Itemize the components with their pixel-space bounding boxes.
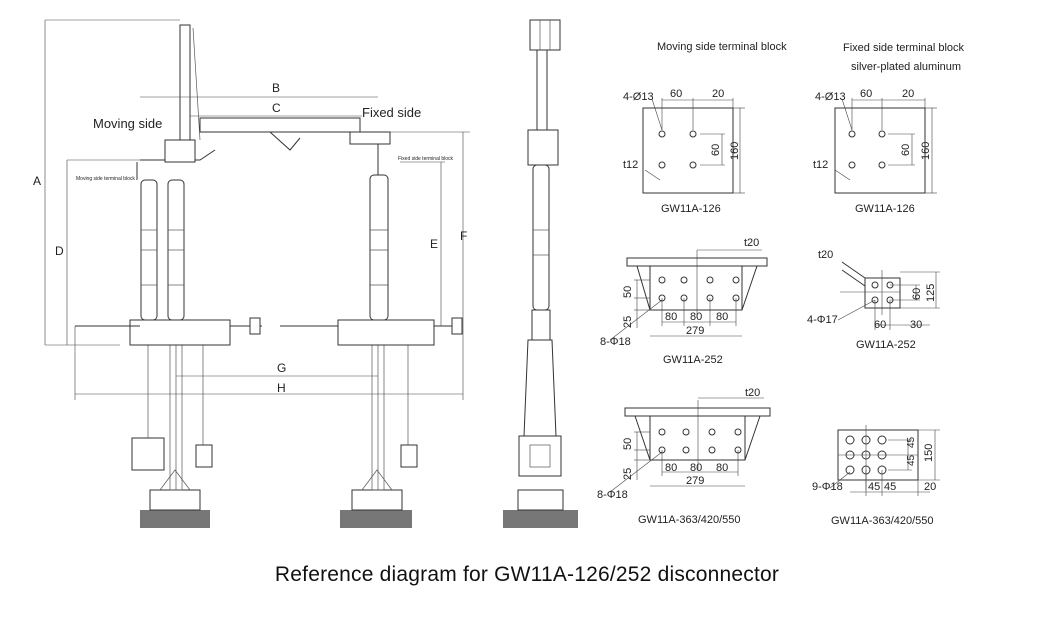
f363-h1: 45: [906, 436, 917, 448]
f252-model: GW11A-252: [856, 339, 916, 351]
f126-w1: 60: [860, 88, 872, 100]
side-arm: [536, 49, 548, 131]
m126-model: GW11A-126: [661, 203, 721, 215]
base-right: [337, 319, 435, 346]
f252-h1: 60: [911, 288, 923, 300]
f252-w2: 30: [910, 319, 922, 331]
f363-h2: 45: [906, 454, 917, 466]
block-fixed-126: 4-Ø13 60 20 60 160 t12 GW11A-126: [813, 88, 937, 215]
f126-model: GW11A-126: [855, 203, 915, 215]
m252-v1: 50: [622, 286, 634, 298]
m126-holes: 4-Ø13: [623, 91, 654, 103]
conductor-tube: [199, 117, 361, 133]
dim-label-e: E: [430, 237, 438, 251]
block-fixed-252: t20 60 125 4-Φ17 60 30 GW11A-252: [807, 249, 940, 351]
m126-w1: 60: [670, 88, 682, 100]
side-arm-head: [529, 19, 561, 51]
ground-right: [340, 469, 412, 528]
dim-label-h: H: [277, 381, 286, 395]
m363-total: 279: [686, 475, 704, 487]
block-moving-126: 4-Ø13 60 20 60 160 t12 GW11A-126: [623, 88, 745, 215]
fixed-terminal-small-label: Fixed side terminal block: [398, 156, 454, 162]
m252-s1: 80: [665, 311, 677, 323]
m252-holes: 8-Φ18: [600, 336, 631, 348]
m126-w2: 20: [712, 88, 724, 100]
dim-label-a: A: [33, 174, 41, 188]
f252-thickness: t20: [818, 249, 833, 261]
f252-h2: 125: [925, 284, 937, 302]
diagram-caption: Reference diagram for GW11A-126/252 disc…: [274, 563, 780, 586]
fixed-contact: [349, 131, 391, 145]
block-fixed-363: 45 45 150 9-Φ18 45 45 20 GW11A-363/420/5…: [812, 425, 940, 527]
moving-terminal-header: Moving side terminal block: [657, 41, 787, 53]
m126-h2: 160: [729, 142, 741, 160]
dim-label-d: D: [55, 244, 64, 258]
m363-s3: 80: [716, 462, 728, 474]
fixed-terminal-header-line1: Fixed side terminal block: [843, 42, 965, 54]
m363-s1: 80: [665, 462, 677, 474]
f126-w2: 20: [902, 88, 914, 100]
m252-model: GW11A-252: [663, 354, 723, 366]
side-insulator: [532, 164, 550, 311]
m363-v1: 50: [622, 438, 634, 450]
base-left: [129, 319, 231, 346]
dim-label-c: C: [272, 101, 281, 115]
m252-total: 279: [686, 325, 704, 337]
f252-holes: 4-Φ17: [807, 314, 838, 326]
f363-holes: 9-Φ18: [812, 481, 843, 493]
front-view: A B C D E F G H Moving side Fixed side M…: [33, 19, 470, 528]
f126-holes: 4-Ø13: [815, 91, 846, 103]
motor-left: [195, 444, 213, 468]
m126-thickness: t12: [623, 159, 638, 171]
f126-h1: 60: [900, 144, 912, 156]
f252-w1: 60: [874, 319, 886, 331]
ground-left: [140, 469, 210, 528]
dim-label-g: G: [277, 361, 286, 375]
m363-holes: 8-Φ18: [597, 489, 628, 501]
f126-h2: 160: [920, 142, 932, 160]
f363-w2: 45: [884, 481, 896, 493]
f363-model: GW11A-363/420/550: [831, 515, 934, 527]
m252-s2: 80: [690, 311, 702, 323]
block-moving-252: t20 50 25 8-Φ18 80 80 80 279 GW11A-252: [600, 237, 768, 366]
dimension-lines: [44, 19, 470, 400]
fixed-terminal-header-line2: silver-plated aluminum: [851, 61, 961, 73]
m363-s2: 80: [690, 462, 702, 474]
side-view: [503, 19, 578, 528]
f363-w3: 20: [924, 481, 936, 493]
side-mechanism-box: [518, 435, 562, 477]
dim-label-b: B: [272, 81, 280, 95]
f363-h3: 150: [923, 444, 935, 462]
m252-s3: 80: [716, 311, 728, 323]
m363-thickness: t20: [745, 387, 760, 399]
block-moving-363: t20 50 25 8-Φ18 80 80 80 279 GW11A-363/4…: [597, 387, 771, 526]
insulator-left-1: [140, 179, 158, 321]
f363-w1: 45: [868, 481, 880, 493]
mechanism-box-left: [131, 437, 165, 471]
m363-model: GW11A-363/420/550: [638, 514, 741, 526]
m252-v2: 25: [622, 316, 634, 328]
insulator-right: [369, 174, 389, 321]
m363-v2: 25: [622, 468, 634, 480]
m126-h1: 60: [710, 144, 722, 156]
fixed-side-label: Fixed side: [362, 105, 421, 120]
f126-thickness: t12: [813, 159, 828, 171]
dim-label-f: F: [460, 229, 467, 243]
m252-thickness: t20: [744, 237, 759, 249]
moving-side-label: Moving side: [93, 116, 162, 131]
insulator-left-2: [167, 179, 185, 321]
moving-terminal-small-label: Moving side terminal block: [76, 176, 135, 182]
motor-right: [400, 444, 418, 468]
